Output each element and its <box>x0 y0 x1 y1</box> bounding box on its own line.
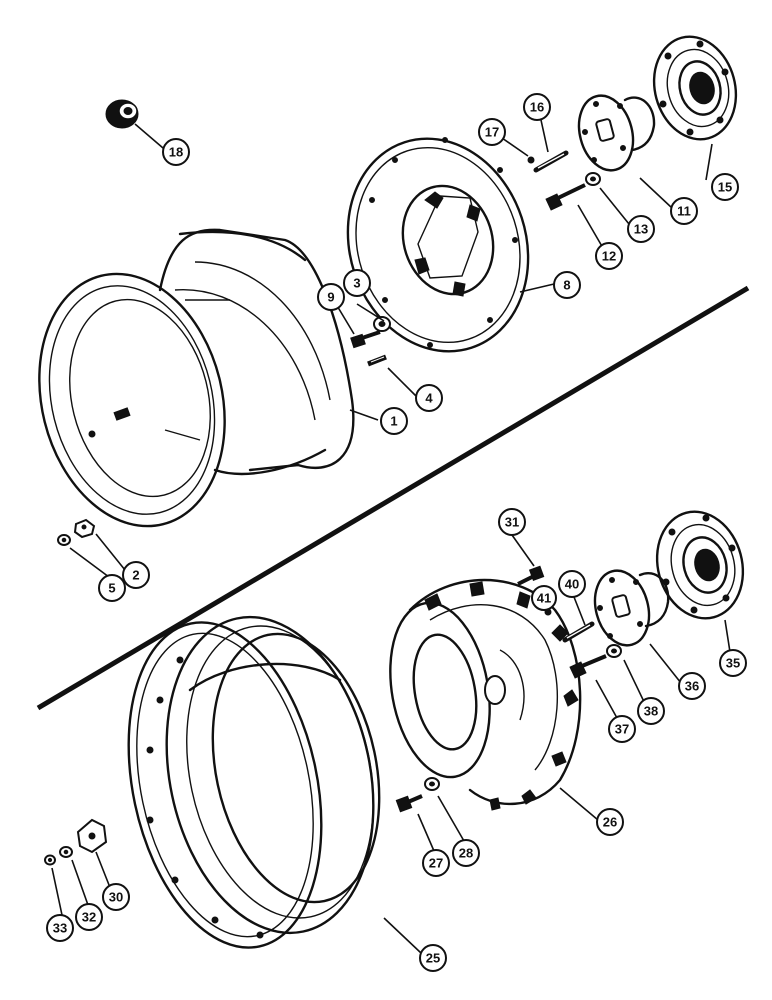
callout-4: 4 <box>415 384 443 412</box>
callout-13: 13 <box>627 215 655 243</box>
callout-2-label: 2 <box>132 568 139 583</box>
part-11-hub <box>577 94 656 172</box>
callout-25: 25 <box>419 944 447 972</box>
callout-35: 35 <box>719 649 747 677</box>
part-30-clamp <box>76 818 108 854</box>
callout-37-label: 37 <box>615 722 629 737</box>
callout-15: 15 <box>711 173 739 201</box>
callout-5-label: 5 <box>108 581 115 596</box>
callout-32-label: 32 <box>82 910 96 925</box>
part-1-wheel-rim <box>38 228 355 528</box>
callout-9: 9 <box>317 283 345 311</box>
callout-12-label: 12 <box>602 249 616 264</box>
callout-8-label: 8 <box>563 278 570 293</box>
callout-33: 33 <box>46 914 74 942</box>
callout-13-label: 13 <box>634 222 648 237</box>
callout-30-label: 30 <box>109 890 123 905</box>
callout-3: 3 <box>343 269 371 297</box>
callout-40: 40 <box>558 570 586 598</box>
callout-37: 37 <box>608 715 636 743</box>
callout-12: 12 <box>595 242 623 270</box>
callout-31-label: 31 <box>505 515 519 530</box>
part-32-washer <box>59 846 73 858</box>
callout-1-label: 1 <box>390 414 397 429</box>
callout-16-label: 16 <box>530 100 544 115</box>
part-36-hub <box>593 569 670 647</box>
part-5-nut <box>57 534 71 546</box>
section-divider <box>36 285 750 711</box>
part-2-clamp <box>73 518 96 539</box>
callout-3-label: 3 <box>353 276 360 291</box>
callout-40-label: 40 <box>565 577 579 592</box>
callout-28-label: 28 <box>459 846 473 861</box>
part-3-washer <box>373 316 391 332</box>
callout-8: 8 <box>553 271 581 299</box>
part-9-bolt <box>350 330 381 349</box>
part-37-bolt <box>569 654 607 679</box>
callout-38: 38 <box>637 697 665 725</box>
callout-36: 36 <box>678 672 706 700</box>
callout-5: 5 <box>98 574 126 602</box>
part-31-bolt <box>517 565 545 586</box>
part-27-bolt <box>395 794 423 813</box>
part-35-flange <box>655 510 745 620</box>
callout-36-label: 36 <box>685 679 699 694</box>
callout-41: 41 <box>531 585 557 611</box>
callout-9-label: 9 <box>327 290 334 305</box>
part-15-flange <box>652 35 738 141</box>
callout-4-label: 4 <box>425 391 433 406</box>
callout-31: 31 <box>498 508 526 536</box>
callout-41-label: 41 <box>537 591 551 606</box>
part-4-stud <box>367 354 387 367</box>
callout-38-label: 38 <box>644 704 658 719</box>
part-28-washer <box>424 777 440 791</box>
callout-32: 32 <box>75 903 103 931</box>
part-13-washer <box>585 172 601 186</box>
callout-11: 11 <box>670 197 698 225</box>
part-16-key <box>533 150 569 173</box>
callout-15-label: 15 <box>718 180 732 195</box>
callout-26: 26 <box>596 808 624 836</box>
callout-28: 28 <box>452 839 480 867</box>
callout-11-label: 11 <box>677 204 691 219</box>
callout-35-label: 35 <box>726 656 740 671</box>
part-12-bolt <box>545 183 586 211</box>
callout-27: 27 <box>422 849 450 877</box>
callout-17-label: 17 <box>485 125 499 140</box>
part-18-plug <box>105 99 139 129</box>
callout-16: 16 <box>523 93 551 121</box>
callout-1: 1 <box>380 407 408 435</box>
callout-17: 17 <box>478 118 506 146</box>
callout-25-label: 25 <box>426 951 440 966</box>
part-17-pin <box>527 156 535 164</box>
callout-30: 30 <box>102 883 130 911</box>
callout-33-label: 33 <box>53 921 67 936</box>
callout-26-label: 26 <box>603 815 617 830</box>
callout-18: 18 <box>162 138 190 166</box>
part-33-nut <box>44 854 56 866</box>
part-40-key <box>562 621 595 643</box>
callout-18-label: 18 <box>169 145 183 160</box>
leader-lines <box>51 119 731 954</box>
part-38-washer <box>606 644 622 658</box>
callout-27-label: 27 <box>429 856 443 871</box>
part-25-wheel-rim <box>127 615 381 949</box>
callout-2: 2 <box>122 561 150 589</box>
